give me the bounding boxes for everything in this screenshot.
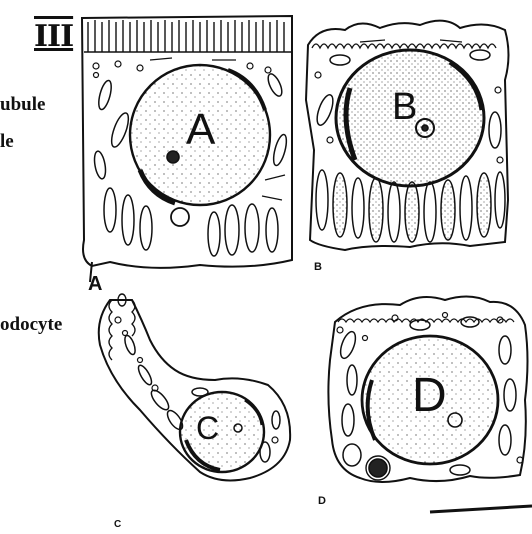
panel-letter-c: C [114, 520, 121, 530]
nucleus-label-c: C [196, 412, 219, 444]
panel-letter-a: A [88, 274, 102, 294]
panel-b-cell [306, 21, 509, 250]
scale-bar [430, 506, 532, 512]
nucleus-label-a: A [186, 108, 215, 152]
nucleus-label-b: B [392, 88, 417, 126]
panel-letter-d: D [318, 496, 326, 507]
panel-c-cell [99, 294, 290, 480]
nucleus-label-d: D [412, 372, 447, 420]
panel-letter-b: B [314, 262, 322, 273]
